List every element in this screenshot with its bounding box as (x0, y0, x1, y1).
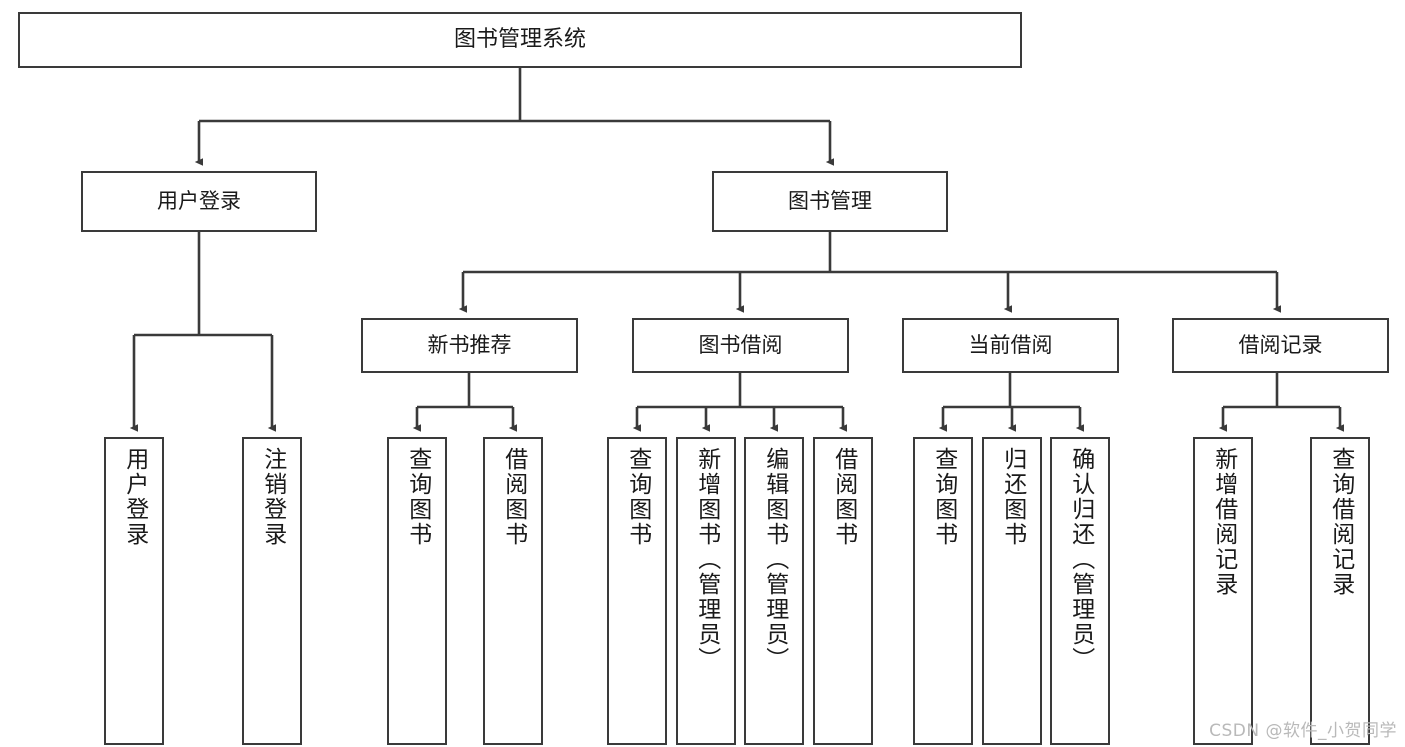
node-leaf-confirm-return-admin[interactable]: 确认归还（管理员） (1050, 437, 1110, 745)
node-leaf-borrow-book[interactable]: 借阅图书 (813, 437, 873, 745)
node-leaf-query-book-borrow[interactable]: 查询图书 (607, 437, 667, 745)
csdn-watermark: CSDN @软件_小贺同学 (1209, 721, 1397, 741)
node-leaf-borrow-book-recommend[interactable]: 借阅图书 (483, 437, 543, 745)
node-label: 用户登录 (121, 447, 148, 547)
node-label: 新书推荐 (427, 333, 512, 358)
node-label: 图书借阅 (698, 333, 783, 358)
node-label: 当前借阅 (968, 333, 1053, 358)
node-label: 图书管理系统 (453, 27, 586, 53)
node-label: 借阅图书 (500, 447, 527, 547)
node-root-book-management-system[interactable]: 图书管理系统 (18, 12, 1022, 68)
node-new-book-recommend[interactable]: 新书推荐 (361, 318, 578, 373)
node-leaf-query-borrow-record[interactable]: 查询借阅记录 (1310, 437, 1370, 745)
node-current-borrow[interactable]: 当前借阅 (902, 318, 1119, 373)
node-leaf-return-book[interactable]: 归还图书 (982, 437, 1042, 745)
node-leaf-query-book-recommend[interactable]: 查询图书 (387, 437, 447, 745)
node-leaf-logout-login[interactable]: 注销登录 (242, 437, 302, 745)
node-label: 借阅记录 (1238, 333, 1323, 358)
node-leaf-add-borrow-record[interactable]: 新增借阅记录 (1193, 437, 1253, 745)
node-leaf-edit-book-admin[interactable]: 编辑图书（管理员） (744, 437, 804, 745)
node-label: 借阅图书 (830, 447, 857, 547)
node-label: 新增借阅记录 (1210, 447, 1237, 597)
node-label: 编辑图书（管理员） (761, 447, 788, 672)
node-leaf-query-book-current[interactable]: 查询图书 (913, 437, 973, 745)
node-label: 用户登录 (157, 189, 241, 214)
node-borrow-record[interactable]: 借阅记录 (1172, 318, 1389, 373)
node-label: 确认归还（管理员） (1067, 447, 1094, 672)
node-label: 注销登录 (259, 447, 286, 547)
node-label: 新增图书（管理员） (693, 447, 720, 672)
node-book-borrow[interactable]: 图书借阅 (632, 318, 849, 373)
node-label: 归还图书 (999, 447, 1026, 547)
node-book-management[interactable]: 图书管理 (712, 171, 948, 232)
node-label: 查询图书 (404, 447, 431, 547)
node-label: 查询图书 (624, 447, 651, 547)
node-label: 图书管理 (788, 189, 872, 214)
node-user-login[interactable]: 用户登录 (81, 171, 317, 232)
node-label: 查询借阅记录 (1327, 447, 1354, 597)
node-leaf-add-book-admin[interactable]: 新增图书（管理员） (676, 437, 736, 745)
node-leaf-user-login[interactable]: 用户登录 (104, 437, 164, 745)
node-label: 查询图书 (930, 447, 957, 547)
